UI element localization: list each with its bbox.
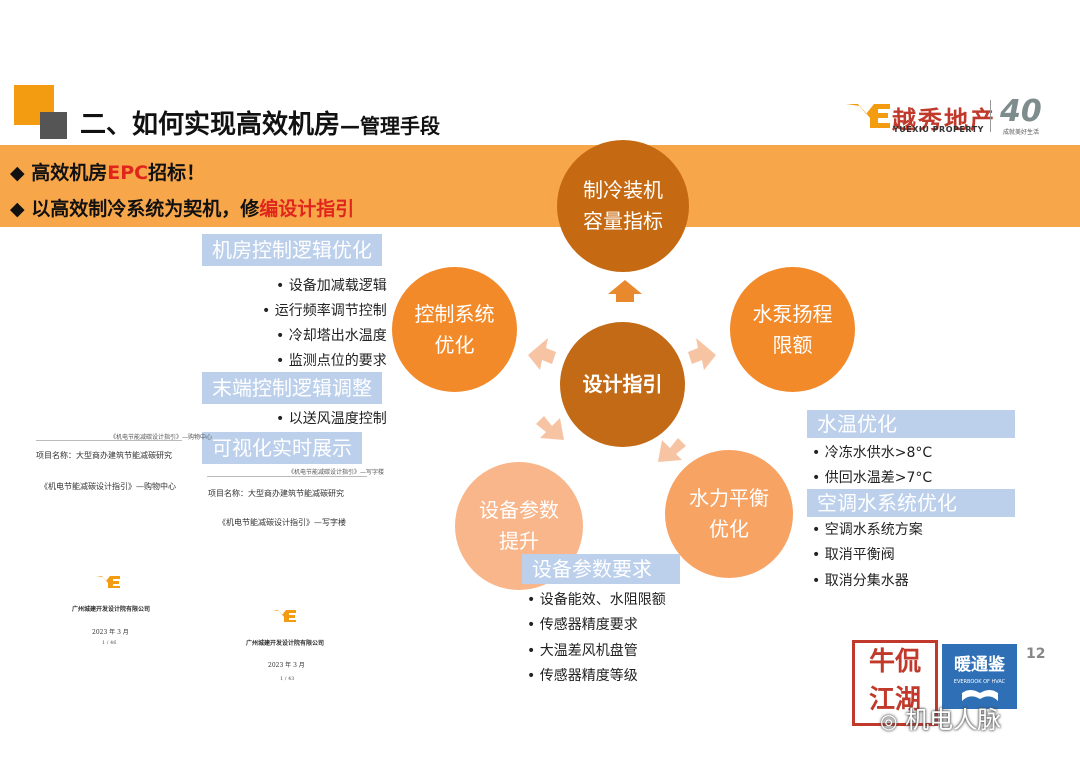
circle-hydraulic-balance: 水力平衡 优化 (665, 450, 793, 578)
doc2-logo-icon (272, 610, 296, 622)
logo-40-anniversary: 40 (1000, 94, 1042, 129)
tag-equipment-requirements: 设备参数要求 (522, 554, 680, 584)
doc2-header: 《机电节能减碳设计指引》—写字楼 (288, 469, 385, 476)
doc2-title: 《机电节能减碳设计指引》—写字楼 (218, 518, 346, 527)
doc1-header-line (36, 440, 182, 441)
doc1-title: 《机电节能减碳设计指引》—购物中心 (40, 482, 176, 491)
page-number: 12 (1026, 646, 1046, 662)
arrow-down-right-icon (658, 438, 686, 462)
tag-visual-display: 可视化实时展示 (202, 432, 362, 464)
arrow-down-left-icon (536, 416, 564, 440)
orange-banner (0, 145, 1080, 227)
logo-english: YUEXIU PROPERTY (893, 125, 984, 134)
circle-equipment-params-label: 设备参数 提升 (479, 498, 559, 553)
list-item: • 空调水系统方案 (812, 522, 923, 538)
list-item: • 大温差风机盘管 (527, 643, 638, 659)
doc1-header: 《机电节能减碳设计指引》—购物中心 (110, 434, 213, 441)
page-title: 二、如何实现高效机房—管理手段 (80, 104, 440, 141)
banner-line-2: ◆ 以高效制冷系统为契机，修编设计指引 (10, 194, 354, 221)
banner-line-1: ◆ 高效机房EPC招标！ (10, 158, 205, 185)
wechat-icon: ◎ (880, 709, 898, 733)
circle-control-system: 控制系统 优化 (392, 267, 517, 392)
list-item: • 冷冻水供水>8°C (812, 445, 933, 461)
logo-divider (990, 100, 991, 132)
banner-line-2-highlight: 编设计指引 (259, 198, 355, 220)
hvac-book-logo: 暖通鉴 EVERBOOK OF HVAC (942, 644, 1017, 709)
list-item: • 冷却塔出水温度 (276, 328, 387, 344)
tag-plant-control-logic: 机房控制逻辑优化 (202, 234, 382, 266)
arrow-right-icon (688, 338, 716, 370)
doc2-company: 广州城建开发设计院有限公司 (246, 640, 325, 647)
book-title: 暖通鉴 (954, 655, 1005, 675)
tag-water-temperature: 水温优化 (807, 410, 1015, 438)
tag-terminal-control-logic: 末端控制逻辑调整 (202, 372, 382, 404)
list-item: • 设备加减载逻辑 (276, 278, 387, 294)
doc1-project: 项目名称：大型商办建筑节能减碳研究 (36, 451, 172, 460)
watermark-text: 机电人脉 (905, 706, 1002, 734)
circle-cooling-capacity: 制冷装机 容量指标 (557, 140, 689, 272)
doc1-page: 1 / 46 (102, 640, 117, 646)
watermark: ◎ 机电人脉 (880, 700, 1001, 735)
banner-line-2-text: ◆ 以高效制冷系统为契机，修 (10, 198, 260, 220)
tag-ac-water-system: 空调水系统优化 (807, 489, 1015, 517)
circle-design-guide-label: 设计指引 (582, 372, 663, 396)
circle-equipment-params: 设备参数 提升 (455, 462, 583, 590)
circle-cooling-capacity-label: 制冷装机 容量指标 (583, 178, 663, 233)
banner-line-1-text: ◆ 高效机房 (10, 162, 108, 184)
list-item: • 监测点位的要求 (276, 353, 387, 369)
arrow-left-icon (528, 338, 556, 370)
open-book-icon (961, 690, 998, 701)
book-subtitle: EVERBOOK OF HVAC (953, 679, 1006, 685)
circle-pump-head-label: 水泵扬程 限额 (752, 301, 833, 357)
logo-chinese: 越秀地产 (892, 105, 996, 134)
doc1-date: 2023 年 3 月 (92, 629, 129, 636)
circle-pump-head: 水泵扬程 限额 (730, 267, 855, 392)
circle-design-guide: 设计指引 (560, 322, 685, 447)
header-gray-square (40, 112, 67, 139)
list-item: • 取消平衡阀 (812, 547, 895, 563)
list-item: • 取消分集水器 (812, 573, 909, 589)
doc2-project: 项目名称：大型商办建筑节能减碳研究 (208, 489, 344, 498)
circle-hydraulic-balance-label: 水力平衡 优化 (689, 486, 769, 541)
logo-slogan: 成就美好生活 (1003, 129, 1040, 136)
banner-line-1-end: 招标！ (148, 162, 206, 184)
red-seal-stamp: 牛侃 江湖 (852, 640, 938, 726)
list-item: • 供回水温差>7°C (812, 470, 933, 486)
doc2-date: 2023 年 3 月 (268, 662, 305, 669)
list-item: • 传感器精度要求 (527, 617, 638, 633)
yuexiu-logo-icon (846, 104, 890, 128)
list-item: • 设备能效、水阻限额 (527, 592, 666, 608)
page-title-main: 二、如何实现高效机房 (80, 110, 341, 140)
doc1-company: 广州城建开发设计院有限公司 (72, 606, 151, 613)
circle-control-system-label: 控制系统 优化 (414, 301, 495, 357)
list-item: • 运行频率调节控制 (262, 303, 387, 319)
list-item: • 传感器精度等级 (527, 668, 638, 684)
doc1-logo-icon (96, 576, 120, 588)
doc2-header-line (207, 476, 367, 477)
list-item: • 以送风温度控制 (276, 411, 387, 427)
arrow-up-icon (608, 280, 642, 302)
banner-line-1-highlight: EPC (107, 162, 149, 184)
center-arrows (528, 280, 716, 462)
doc2-page: 1 / 43 (280, 676, 295, 682)
page-title-sub: —管理手段 (340, 114, 441, 138)
